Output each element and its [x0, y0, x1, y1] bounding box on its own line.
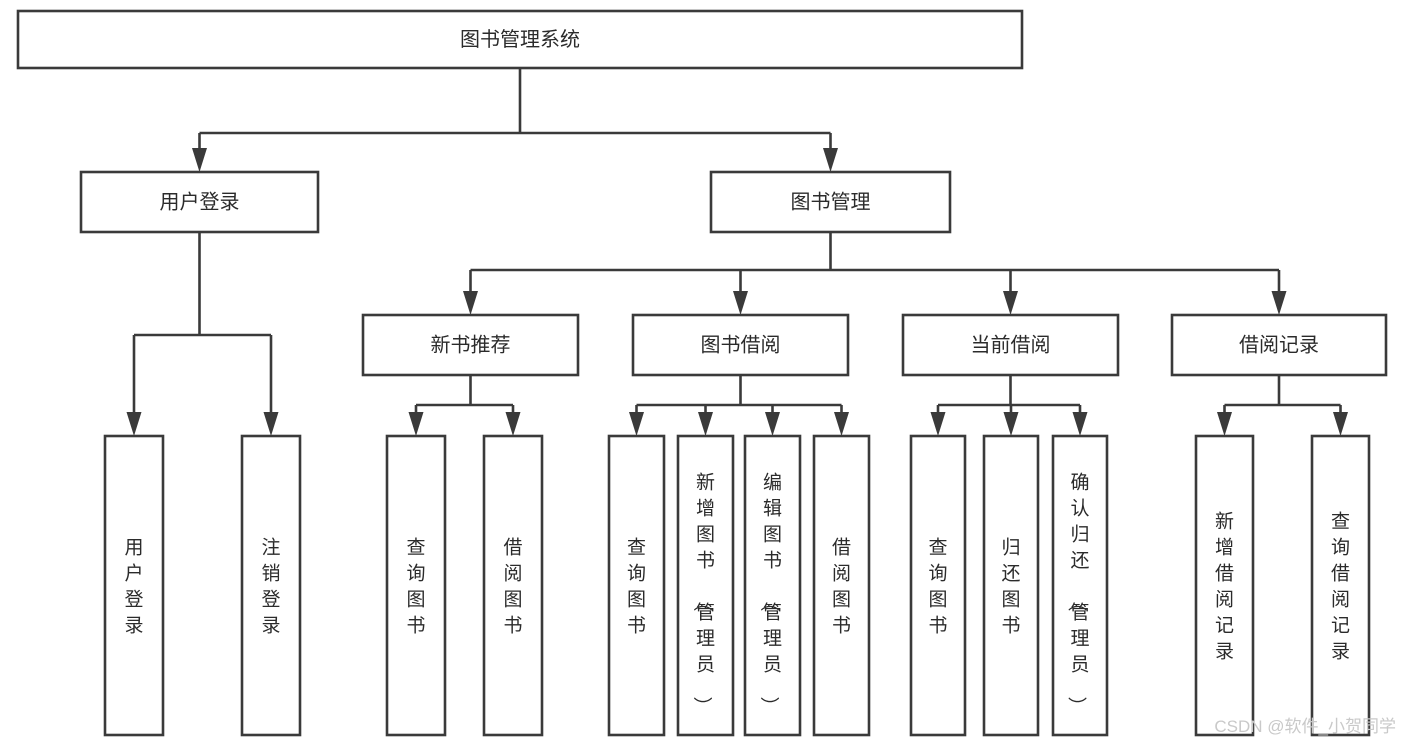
node-borrow-record[interactable]: 借阅记录 — [1170, 313, 1388, 377]
node-leaf-borrow-query[interactable]: 查询图书 — [607, 434, 666, 737]
node-box — [709, 170, 952, 234]
arrow-head-icon — [1217, 412, 1232, 436]
node-box — [901, 313, 1120, 377]
node-label: 用户登录 — [160, 190, 240, 213]
node-layer: 图书管理系统用户登录图书管理新书推荐图书借阅当前借阅借阅记录用户登录注销登录查询… — [16, 9, 1388, 737]
node-label: 新书推荐 — [431, 333, 511, 356]
arrow-head-icon — [823, 148, 838, 172]
csdn-watermark: CSDN @软件_小贺同学 — [1214, 717, 1396, 736]
node-leaf-borrow-do[interactable]: 借阅图书 — [812, 434, 871, 737]
node-label: 借阅图书 — [503, 537, 522, 637]
node-leaf-user-logout[interactable]: 注销登录 — [240, 434, 302, 737]
node-box — [482, 434, 544, 737]
node-root[interactable]: 图书管理系统 — [16, 9, 1024, 70]
node-leaf-borrow-edit[interactable]: 编辑图书（管理员） — [743, 434, 802, 737]
node-box — [631, 313, 850, 377]
node-box — [79, 170, 320, 234]
node-box — [607, 434, 666, 737]
node-label: 查询图书 — [406, 537, 425, 637]
node-label: 新增借阅记录 — [1215, 511, 1234, 663]
arrow-head-icon — [263, 412, 279, 436]
node-current-borrow[interactable]: 当前借阅 — [901, 313, 1120, 377]
node-label: 当前借阅 — [971, 333, 1051, 356]
node-label: 确认归还（管理员） — [1065, 472, 1089, 716]
node-label: 编辑图书（管理员） — [758, 472, 782, 716]
node-label: 注销登录 — [261, 537, 280, 637]
node-label: 图书借阅 — [701, 333, 781, 356]
node-leaf-cur-confirm[interactable]: 确认归还（管理员） — [1051, 434, 1109, 737]
arrow-head-icon — [765, 412, 780, 436]
node-box — [1051, 434, 1109, 737]
node-box — [743, 434, 802, 737]
node-leaf-rec-add[interactable]: 新增借阅记录 — [1194, 434, 1255, 737]
arrow-head-icon — [834, 412, 849, 436]
node-label: 查询借阅记录 — [1331, 511, 1350, 663]
arrow-head-icon — [733, 291, 748, 315]
arrow-head-icon — [192, 148, 207, 172]
arrow-head-icon — [930, 412, 946, 436]
arrow-head-icon — [463, 291, 478, 315]
arrow-head-icon — [408, 412, 424, 436]
node-book-manage[interactable]: 图书管理 — [709, 170, 952, 234]
node-box — [676, 434, 735, 737]
node-box — [16, 9, 1024, 70]
arrow-head-icon — [1003, 291, 1018, 315]
arrow-head-icon — [1333, 412, 1348, 436]
node-box — [385, 434, 447, 737]
node-label: 归还图书 — [1001, 537, 1020, 637]
node-new-book-rec[interactable]: 新书推荐 — [361, 313, 580, 377]
node-user-login[interactable]: 用户登录 — [79, 170, 320, 234]
node-leaf-rec-query[interactable]: 查询图书 — [385, 434, 447, 737]
arrow-head-icon — [126, 412, 142, 436]
node-leaf-rec-borrow[interactable]: 借阅图书 — [482, 434, 544, 737]
connector-layer — [126, 68, 1348, 436]
node-box — [1170, 313, 1388, 377]
node-book-borrow[interactable]: 图书借阅 — [631, 313, 850, 377]
node-box — [361, 313, 580, 377]
arrow-head-icon — [629, 412, 644, 436]
node-box — [909, 434, 967, 737]
node-label: 图书管理系统 — [460, 28, 580, 51]
node-label: 借阅图书 — [832, 537, 851, 637]
node-box — [240, 434, 302, 737]
node-leaf-rec-search[interactable]: 查询借阅记录 — [1310, 434, 1371, 737]
node-box — [1310, 434, 1371, 737]
node-leaf-cur-return[interactable]: 归还图书 — [982, 434, 1040, 737]
node-label: 查询图书 — [627, 537, 646, 637]
node-box — [982, 434, 1040, 737]
node-label: 用户登录 — [124, 538, 143, 637]
arrow-head-icon — [1271, 291, 1287, 315]
node-leaf-borrow-add[interactable]: 新增图书（管理员） — [676, 434, 735, 737]
node-label: 新增图书（管理员） — [691, 472, 715, 716]
arrow-head-icon — [1003, 412, 1019, 436]
arrow-head-icon — [505, 412, 521, 436]
node-label: 图书管理 — [791, 190, 871, 213]
node-box — [812, 434, 871, 737]
node-leaf-cur-query[interactable]: 查询图书 — [909, 434, 967, 737]
node-box — [103, 434, 165, 737]
node-label: 查询图书 — [928, 537, 947, 637]
node-leaf-user-login[interactable]: 用户登录 — [103, 434, 165, 737]
arrow-head-icon — [698, 412, 713, 436]
arrow-head-icon — [1072, 412, 1088, 436]
node-box — [1194, 434, 1255, 737]
node-label: 借阅记录 — [1239, 333, 1319, 356]
